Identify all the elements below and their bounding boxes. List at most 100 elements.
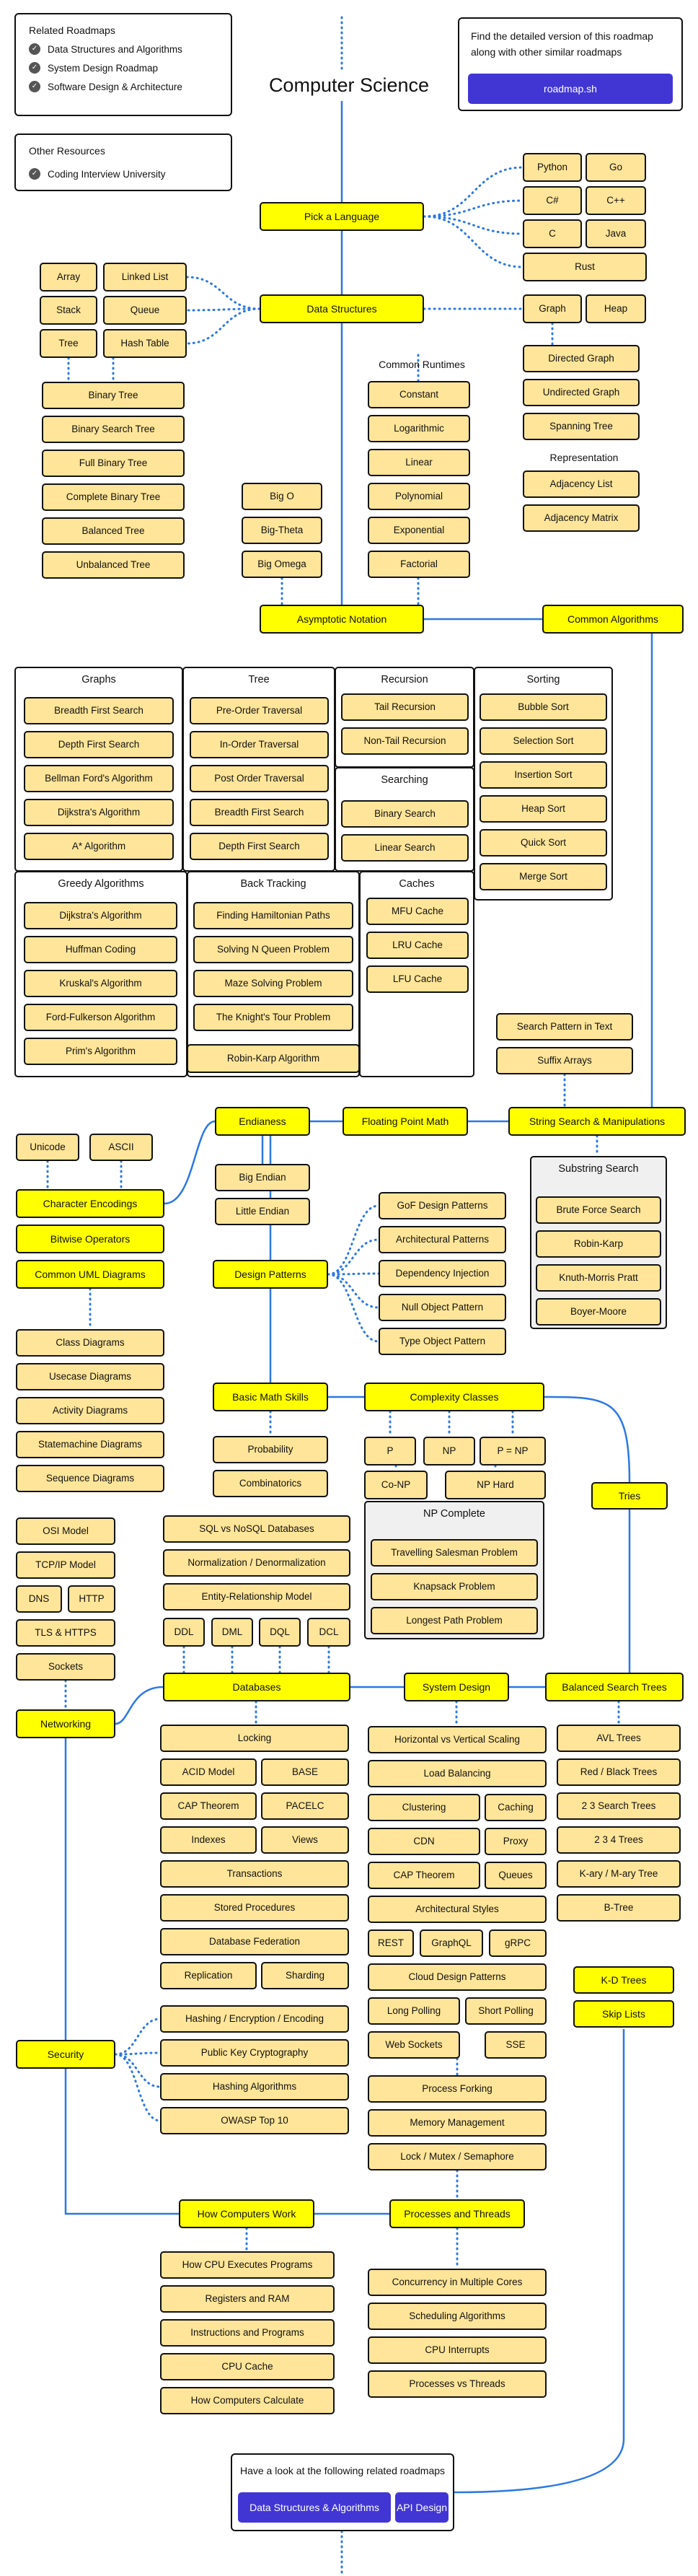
node-search-pattern[interactable]: Search Pattern in Text [496,1013,633,1041]
node-directed-graph[interactable]: Directed Graph [523,345,640,372]
node-binary-tree[interactable]: Binary Tree [42,382,185,409]
node-suffix-arrays[interactable]: Suffix Arrays [496,1047,633,1074]
node-p-np[interactable]: P = NP [480,1437,546,1466]
node-sockets[interactable]: Sockets [16,1653,115,1681]
node-factorial[interactable]: Factorial [368,551,470,578]
node-insertion-sort[interactable]: Insertion Sort [480,761,607,789]
node-in-order[interactable]: In-Order Traversal [190,731,329,758]
node-dijkstra[interactable]: Dijkstra's Algorithm [24,799,174,826]
node-bitwise[interactable]: Bitwise Operators [16,1225,164,1253]
node-java[interactable]: Java [586,219,646,248]
node-sequence-diagrams[interactable]: Sequence Diagrams [16,1465,164,1492]
node-spanning-tree[interactable]: Spanning Tree [523,413,640,440]
related-item-dsa[interactable]: ✓Data Structures and Algorithms [29,43,218,55]
node-cap-db[interactable]: CAP Theorem [160,1792,257,1820]
node-web-sockets[interactable]: Web Sockets [368,2031,460,2059]
node-mfu[interactable]: MFU Cache [366,898,469,925]
node-how-computers-work[interactable]: How Computers Work [179,2199,314,2228]
node-cdn[interactable]: CDN [368,1828,480,1855]
node-long-polling[interactable]: Long Polling [368,1997,460,2025]
node-networking[interactable]: Networking [16,1709,115,1738]
node-probability[interactable]: Probability [213,1436,328,1463]
node-common-algorithms[interactable]: Common Algorithms [542,605,684,634]
node-pacelc[interactable]: PACELC [261,1792,349,1820]
node-dns[interactable]: DNS [16,1585,62,1613]
node-binary-search[interactable]: Binary Search [341,800,469,828]
node-floating-point[interactable]: Floating Point Math [343,1107,468,1136]
node-type-object[interactable]: Type Object Pattern [379,1328,506,1355]
node-locking[interactable]: Locking [160,1725,349,1752]
node-cpp[interactable]: C++ [586,186,646,215]
node-hash-table[interactable]: Hash Table [103,329,187,358]
node-tls[interactable]: TLS & HTTPS [16,1619,115,1647]
node-array[interactable]: Array [40,263,97,292]
node-process-forking[interactable]: Process Forking [368,2075,547,2103]
node-dql[interactable]: DQL [259,1618,301,1647]
node-string-search[interactable]: String Search & Manipulations [508,1107,686,1136]
node-tsp[interactable]: Travelling Salesman Problem [371,1539,538,1567]
node-heap[interactable]: Heap [586,294,646,323]
other-item-coding-interview[interactable]: ✓Coding Interview University [29,168,218,180]
node-normalization[interactable]: Normalization / Denormalization [163,1549,350,1577]
node-big-omega[interactable]: Big Omega [242,551,322,578]
node-pre-order[interactable]: Pre-Order Traversal [190,697,329,724]
node-how-calc[interactable]: How Computers Calculate [160,2387,335,2414]
node-merge-sort[interactable]: Merge Sort [480,863,607,890]
node-pick-language[interactable]: Pick a Language [260,202,424,231]
node-scheduling[interactable]: Scheduling Algorithms [368,2303,547,2330]
node-activity-diagrams[interactable]: Activity Diagrams [16,1397,164,1424]
node-tail-recursion[interactable]: Tail Recursion [341,693,469,721]
node-longest-path[interactable]: Longest Path Problem [371,1607,538,1634]
node-load-balancing[interactable]: Load Balancing [368,1760,547,1787]
node-n-queen[interactable]: Solving N Queen Problem [193,936,353,963]
node-bellman-ford[interactable]: Bellman Ford's Algorithm [24,765,174,792]
node-avl[interactable]: AVL Trees [557,1725,681,1752]
node-hashing-algos[interactable]: Hashing Algorithms [160,2073,349,2100]
node-binary-search-tree[interactable]: Binary Search Tree [42,416,185,443]
node-k-ary[interactable]: K-ary / M-ary Tree [557,1860,681,1888]
node-python[interactable]: Python [523,153,582,182]
node-ford-fulkerson[interactable]: Ford-Fulkerson Algorithm [24,1004,177,1031]
node-selection-sort[interactable]: Selection Sort [480,727,607,755]
node-np-hard[interactable]: NP Hard [445,1471,546,1499]
node-huffman[interactable]: Huffman Coding [24,936,177,963]
node-tries[interactable]: Tries [591,1482,668,1510]
node-post-order[interactable]: Post Order Traversal [190,765,329,792]
node-linked-list[interactable]: Linked List [103,263,187,292]
node-dcl[interactable]: DCL [307,1618,350,1647]
node-lfu[interactable]: LFU Cache [366,965,469,993]
node-maze[interactable]: Maze Solving Problem [193,970,353,997]
node-full-binary-tree[interactable]: Full Binary Tree [42,450,185,477]
node-memory-mgmt[interactable]: Memory Management [368,2109,547,2137]
node-unicode[interactable]: Unicode [16,1134,79,1161]
node-base[interactable]: BASE [261,1758,349,1786]
node-replication[interactable]: Replication [160,1962,257,1989]
node-proxy[interactable]: Proxy [485,1828,547,1855]
node-knapsack[interactable]: Knapsack Problem [371,1573,538,1600]
node-logarithmic[interactable]: Logarithmic [368,415,470,442]
node-dfs[interactable]: Depth First Search [24,731,174,758]
node-complexity-classes[interactable]: Complexity Classes [364,1383,544,1411]
node-brute-force[interactable]: Brute Force Search [536,1196,661,1224]
node-ddl[interactable]: DDL [163,1618,205,1647]
node-c-sharp[interactable]: C# [523,186,582,215]
node-graphql[interactable]: GraphQL [420,1929,483,1957]
node-data-structures[interactable]: Data Structures [260,294,424,323]
node-adjacency-matrix[interactable]: Adjacency Matrix [523,504,640,532]
node-constant[interactable]: Constant [368,381,470,408]
node-indexes[interactable]: Indexes [160,1826,257,1854]
node-dml[interactable]: DML [211,1618,253,1647]
node-robin-karp[interactable]: Robin-Karp [536,1230,661,1258]
node-stack[interactable]: Stack [40,296,97,325]
node-ascii[interactable]: ASCII [89,1134,153,1161]
node-balanced-tree[interactable]: Balanced Tree [42,517,185,545]
node-er-model[interactable]: Entity-Relationship Model [163,1583,350,1611]
node-little-endian[interactable]: Little Endian [215,1198,310,1225]
node-big-endian[interactable]: Big Endian [215,1164,310,1191]
node-clustering[interactable]: Clustering [368,1794,480,1821]
node-quick-sort[interactable]: Quick Sort [480,829,607,857]
node-db-federation[interactable]: Database Federation [160,1928,349,1955]
node-sse[interactable]: SSE [485,2031,547,2059]
footer-api-design-button[interactable]: API Design [395,2492,449,2523]
node-sharding[interactable]: Sharding [261,1962,349,1989]
